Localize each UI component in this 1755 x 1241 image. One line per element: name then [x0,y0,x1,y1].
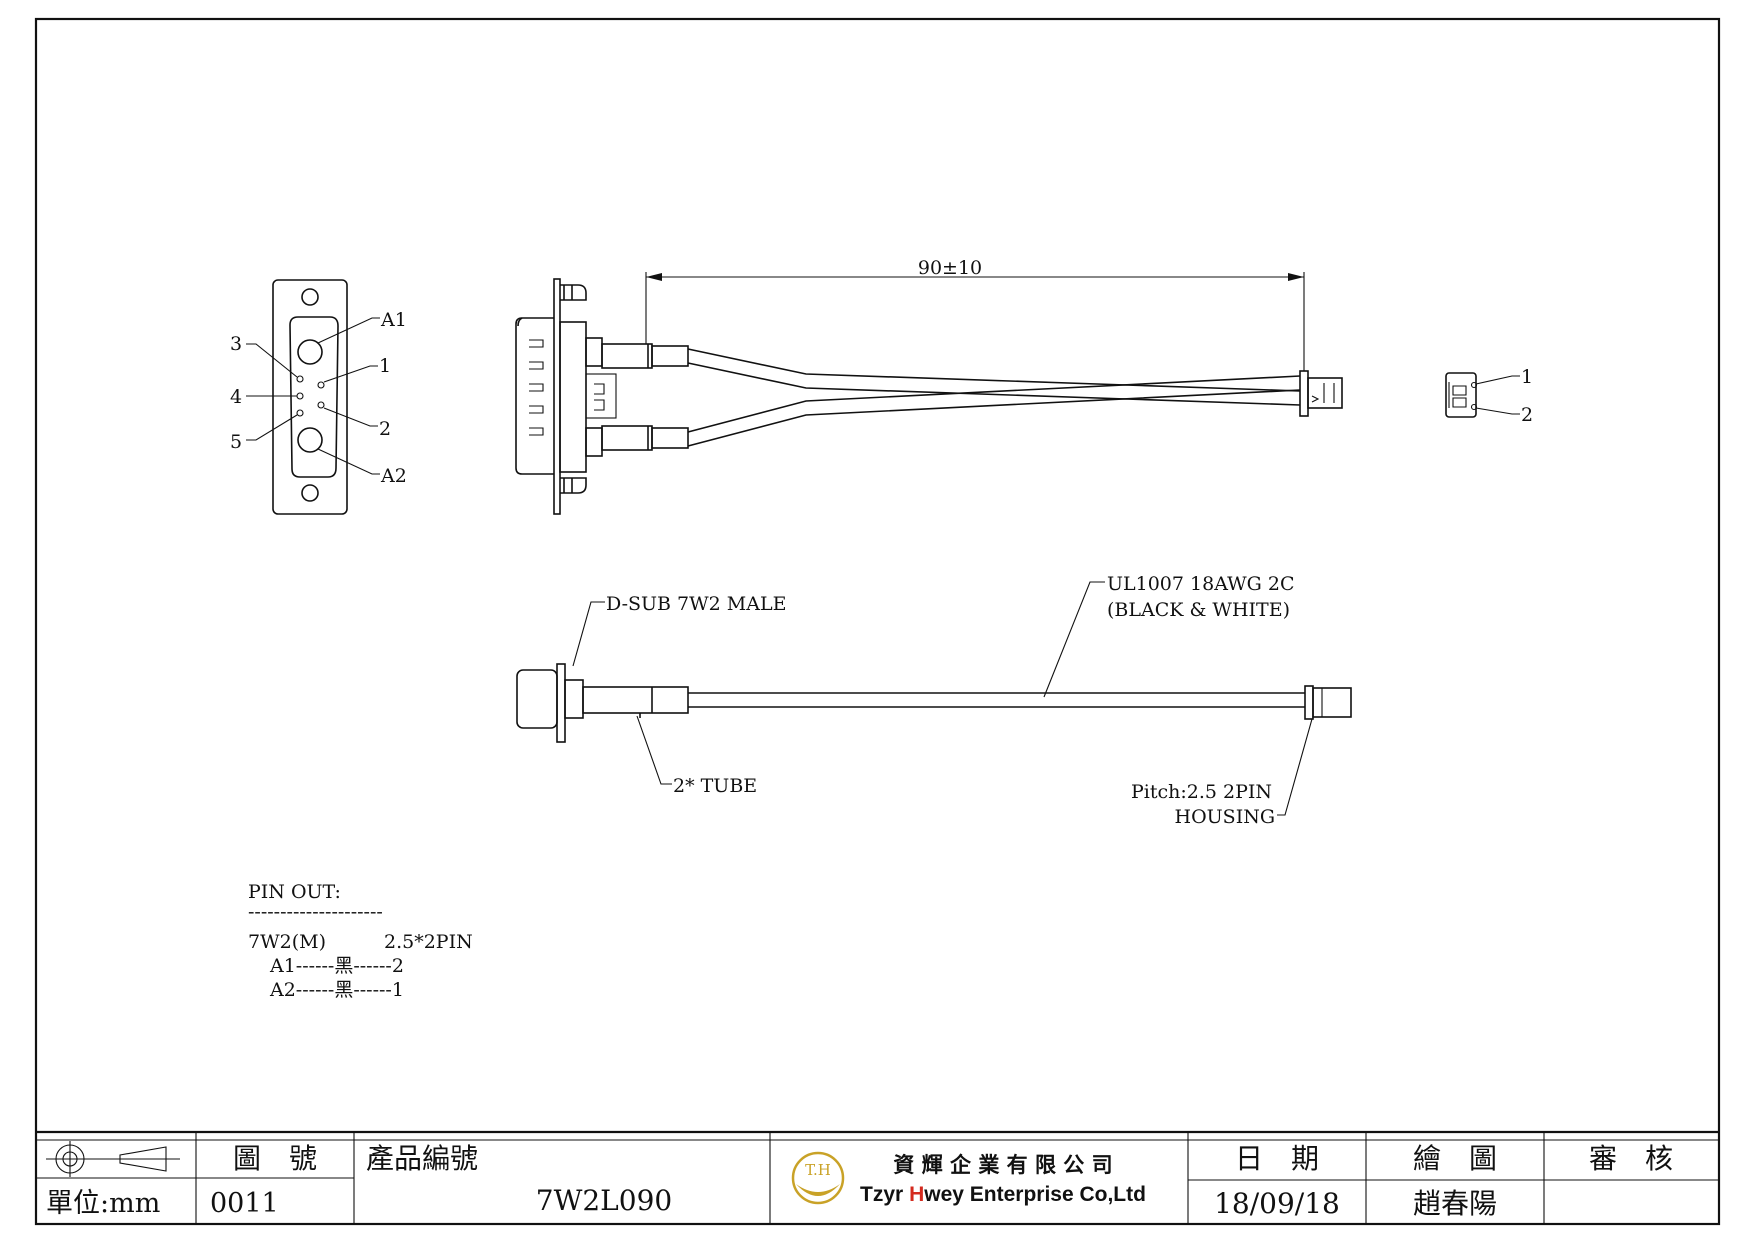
callout-housing-line2: HOUSING [1175,806,1275,828]
pinout-header-right: 2.5*2PIN [384,931,473,953]
label-pin-5: 5 [230,431,242,453]
wire-lower [687,375,1301,433]
label-pin-3: 3 [230,333,242,355]
mounting-hole-bottom [301,484,319,502]
connector-face-view: A1 A2 1 2 3 4 5 [230,279,407,515]
dimension-label: 90±10 [918,257,982,279]
pinout-title: PIN OUT: [248,881,341,903]
callout-cable-line1: UL1007 18AWG 2C [1107,573,1295,595]
pinout-table: PIN OUT: --------------------- 7W2(M) 2.… [248,881,473,1001]
projection-symbol-icon [46,1141,180,1177]
face-flange [272,279,348,515]
drawing-no-value: 0011 [210,1188,279,1219]
top-tube-lower [601,425,653,451]
pinout-row-a2: A2------黑------1 [269,979,404,1001]
pin-a1-contact [297,339,323,365]
pin-5-contact [296,409,304,417]
assembly-side-view: D-SUB 7W2 MALE UL1007 18AWG 2C (BLACK & … [516,573,1352,828]
mounting-hole-top [301,288,319,306]
label-pin-1: 1 [379,355,391,377]
housing-end-view: 1 2 [1445,366,1533,426]
pin-2-contact [317,401,325,409]
pin-1-contact [317,381,325,389]
logo-mark: T.H [805,1161,831,1179]
callout-cable-line2: (BLACK & WHITE) [1107,599,1290,621]
company-name-en-part1: Tzyr [860,1183,909,1206]
housing-end-body [1445,372,1477,418]
company-name-en: Tzyr Hwey Enterprise Co,Ltd [860,1183,1146,1206]
company-logo-icon: T.H [791,1151,845,1205]
drawing-no-label: 圖 號 [233,1142,317,1175]
callout-tube: 2* TUBE [673,775,757,797]
label-a1: A1 [380,309,407,331]
assembly-top-view: 90±10 [515,257,1343,515]
drawn-by-value: 趙春陽 [1413,1187,1497,1220]
top-dsub-shell [515,317,554,475]
pin-a2-contact [297,427,323,453]
date-label: 日 期 [1235,1142,1319,1175]
review-label: 審 核 [1589,1142,1673,1175]
label-a2: A2 [380,465,407,487]
product-no-label: 產品編號 [366,1142,478,1175]
top-tube-upper [601,343,653,369]
sheet-border [34,17,1721,1226]
label-pin-2: 2 [379,418,391,440]
side-tube [582,686,689,714]
side-cable [688,692,1305,708]
product-no-value: 7W2L090 [536,1184,672,1217]
housing-label-pin-2: 2 [1521,404,1533,426]
title-block: 單位:mm 圖 號 0011 產品編號 7W2L090 T.H 資 輝 企 業 … [36,1130,1719,1224]
pin-4-contact [296,392,304,400]
side-dsub-shell [516,669,558,729]
company-name-en-h: H [909,1183,924,1206]
housing-label-pin-1: 1 [1521,366,1533,388]
side-flange [556,663,566,743]
date-value: 18/09/18 [1214,1187,1340,1220]
unit-label: 單位:mm [46,1188,160,1219]
pinout-header-left: 7W2(M) [248,931,326,953]
company-name-en-part2: wey Enterprise Co,Ltd [923,1183,1146,1206]
top-housing [1299,370,1309,417]
drawn-label: 繪 圖 [1413,1142,1497,1175]
label-pin-4: 4 [230,386,242,408]
face-shell-outline [289,316,339,478]
pin-3-contact [296,375,304,383]
pinout-divider: --------------------- [248,901,383,923]
pinout-row-a1: A1------黑------2 [269,955,404,977]
wire-upper [687,348,1301,392]
callout-connector: D-SUB 7W2 MALE [606,593,786,615]
side-housing [1304,685,1314,720]
company-name-cn: 資 輝 企 業 有 限 公 司 [893,1152,1112,1177]
top-flange [553,278,561,515]
callout-housing-line1: Pitch:2.5 2PIN [1131,781,1272,803]
